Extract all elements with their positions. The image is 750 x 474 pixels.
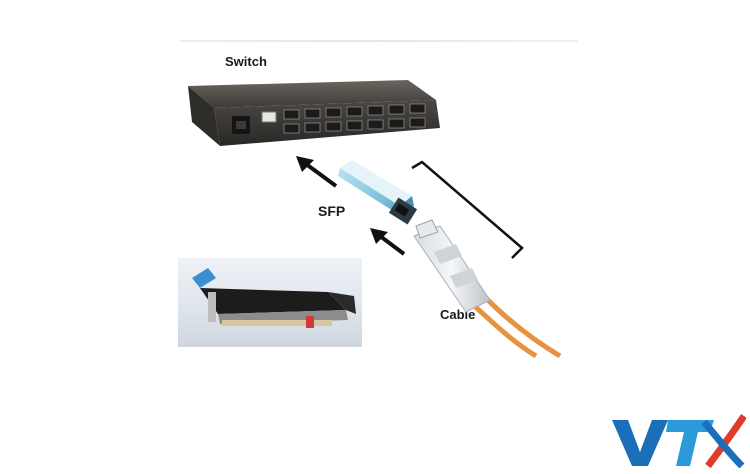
network-switch-icon bbox=[188, 80, 440, 146]
sfp-label: SFP bbox=[318, 203, 346, 219]
sfp-photo bbox=[178, 258, 362, 347]
fiber-cable-icon bbox=[413, 219, 562, 359]
bracket-line bbox=[411, 160, 524, 259]
arrow-icon bbox=[296, 156, 338, 188]
header-line bbox=[180, 40, 578, 42]
vtx-logo bbox=[612, 414, 746, 468]
switch-label: Switch bbox=[225, 54, 267, 69]
arrow-icon bbox=[370, 228, 406, 256]
sfp-photo-icon bbox=[192, 268, 356, 328]
sfp-module-icon bbox=[338, 160, 418, 225]
